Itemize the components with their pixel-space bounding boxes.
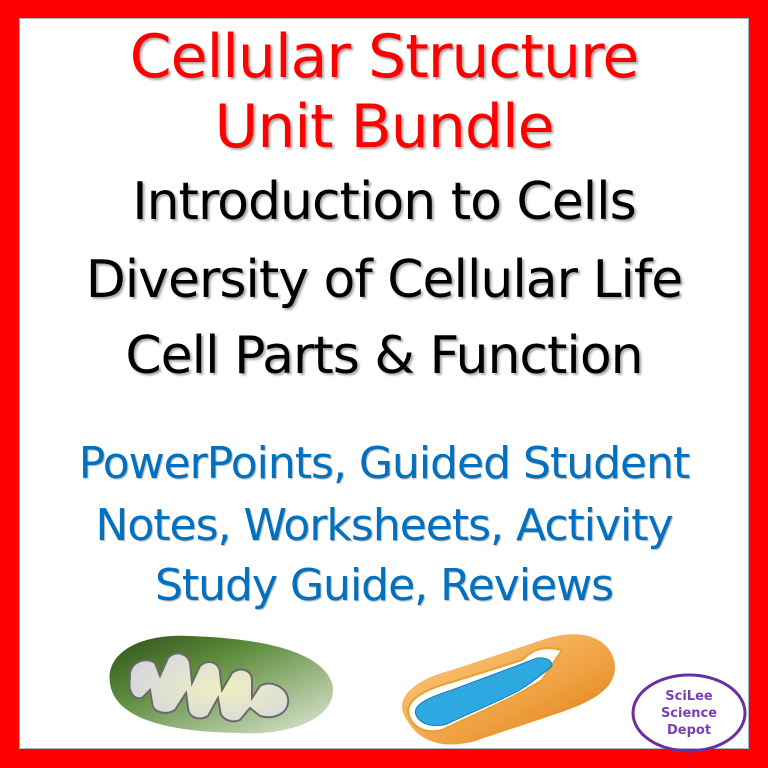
- orange-mitochondrion-icon: [402, 634, 615, 745]
- materials-line-3: Study Guide, Reviews: [154, 560, 614, 611]
- materials-line-1: PowerPoints, Guided Student: [78, 438, 691, 489]
- scilee-logo: SciLee Science Depot: [630, 672, 748, 754]
- logo-ellipse-icon: [631, 673, 747, 753]
- green-mitochondrion-icon: [109, 635, 334, 734]
- content-panel: [19, 18, 749, 749]
- title-line-1: Cellular Structure: [129, 22, 639, 92]
- topic-cell-parts: Cell Parts & Function: [125, 326, 643, 386]
- logo-line-2: Science: [660, 705, 718, 721]
- materials-line-2: Notes, Worksheets, Activity: [95, 500, 673, 551]
- logo-line-3: Depot: [666, 722, 712, 738]
- topic-diversity: Diversity of Cellular Life: [85, 250, 684, 310]
- logo-line-1: SciLee: [665, 688, 713, 704]
- topic-intro: Introduction to Cells: [132, 172, 636, 232]
- title-line-2: Unit Bundle: [214, 92, 554, 162]
